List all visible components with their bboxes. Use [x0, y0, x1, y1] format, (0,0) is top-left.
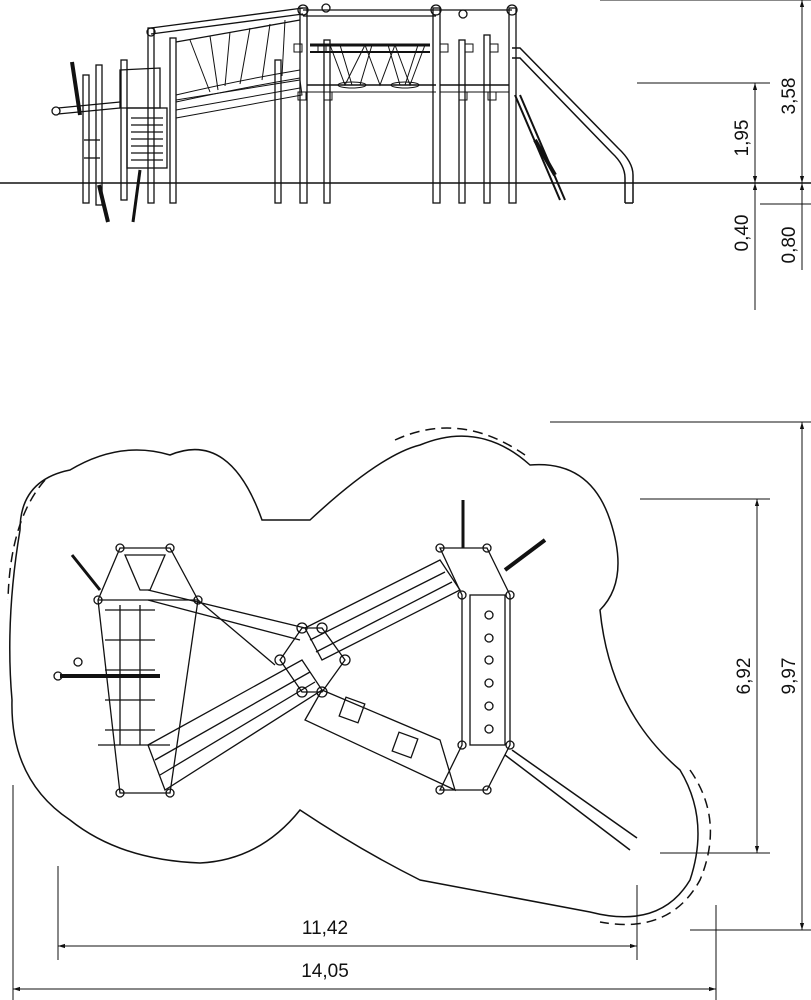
depth-total-label: 9,97 [779, 658, 800, 695]
height-total-label: 3,58 [779, 78, 800, 115]
width-structure-label: 11,42 [302, 918, 348, 939]
foundation-depth-alt-label: 0,80 [779, 227, 800, 264]
plan-dimension-labels: 6,92 9,97 11,42 14,05 [301, 658, 800, 982]
side-dimension-labels: 3,58 1,95 0,40 0,80 [732, 78, 800, 264]
top-rails [150, 7, 512, 43]
clamps [293, 43, 499, 101]
foundation-depth-label: 0,40 [732, 215, 753, 252]
left-tower [51, 61, 168, 223]
depth-structure-label: 6,92 [734, 658, 755, 695]
rope-bridge [175, 19, 509, 119]
side-dimension-lines [600, 0, 811, 310]
left-tower-plan [53, 543, 203, 798]
plan-dimension-lines [12, 421, 811, 1000]
ladder [514, 94, 566, 201]
platform-height-label: 1,95 [732, 120, 753, 157]
plan-view [7, 421, 811, 1000]
width-total-label: 14,05 [301, 961, 349, 982]
right-tower-plan [435, 500, 638, 851]
central-hub-plan [274, 622, 351, 698]
posts [82, 3, 518, 206]
slide [512, 47, 634, 204]
side-elevation [0, 0, 811, 310]
safety-zone-outline [9, 435, 699, 918]
